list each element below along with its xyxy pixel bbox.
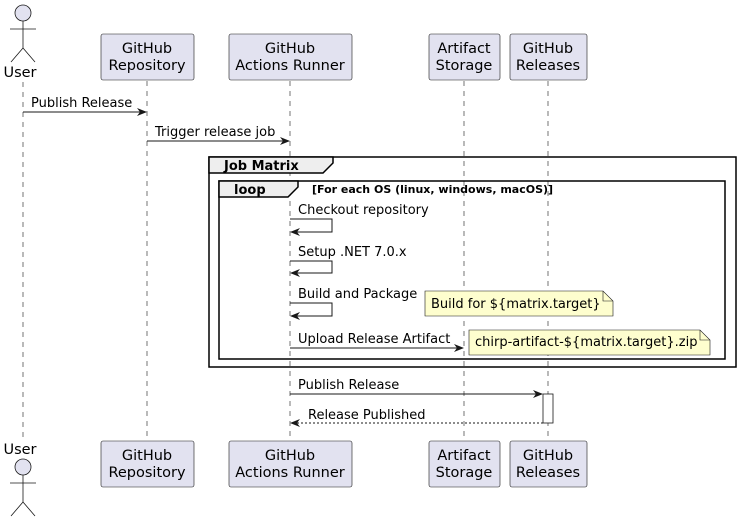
participant-runner-bottom: GitHub Actions Runner <box>228 440 353 488</box>
participant-storage-line2: Storage <box>436 465 493 481</box>
message-trigger-job: Trigger release job <box>147 125 290 145</box>
note-artifact: chirp-artifact-${matrix.target}.zip <box>468 329 711 356</box>
message-label: Publish Release <box>31 96 132 111</box>
participant-releases-line1: GitHub <box>523 448 573 464</box>
message-release-published: Release Published <box>290 408 543 427</box>
participant-runner-line2: Actions Runner <box>235 465 344 481</box>
message-setup-dotnet: Setup .NET 7.0.x <box>290 245 407 277</box>
message-label: Publish Release <box>298 378 399 393</box>
frame-job-matrix: Job Matrix <box>208 156 737 368</box>
frame-job-matrix-title: Job Matrix <box>223 159 299 174</box>
participant-repo-line1: GitHub <box>122 448 172 464</box>
message-checkout: Checkout repository <box>290 203 429 236</box>
participant-user-label: User <box>3 65 36 81</box>
lifelines <box>22 81 549 440</box>
message-upload-artifact: Upload Release Artifact <box>290 332 464 352</box>
participant-runner-line1: GitHub <box>265 448 315 464</box>
actor-user-top: User <box>3 4 37 81</box>
note-artifact-text: chirp-artifact-${matrix.target}.zip <box>475 335 697 350</box>
participant-storage-line2: Storage <box>436 58 493 74</box>
message-label: Setup .NET 7.0.x <box>298 245 407 260</box>
participant-repo-line2: Repository <box>108 465 186 481</box>
participant-storage-top: Artifact Storage <box>428 33 501 81</box>
message-label: Trigger release job <box>154 125 275 140</box>
frame-loop-guard: [For each OS (linux, windows, macOS)] <box>312 183 553 196</box>
participant-releases-line2: Releases <box>516 58 580 74</box>
participant-storage-line1: Artifact <box>437 41 491 57</box>
note-build-text: Build for ${matrix.target} <box>431 297 601 312</box>
participant-repo-top: GitHub Repository <box>100 33 195 81</box>
participant-releases-line2: Releases <box>516 465 580 481</box>
participant-runner-top: GitHub Actions Runner <box>228 33 353 81</box>
message-label: Upload Release Artifact <box>298 332 450 347</box>
participant-storage-bottom: Artifact Storage <box>428 440 501 488</box>
participant-runner-line1: GitHub <box>265 41 315 57</box>
frame-loop: loop [For each OS (linux, windows, macOS… <box>218 180 726 360</box>
participant-repo-line2: Repository <box>108 58 186 74</box>
message-label: Release Published <box>308 408 426 423</box>
frame-loop-title: loop <box>234 183 266 198</box>
participant-releases-line1: GitHub <box>523 41 573 57</box>
participant-releases-bottom: GitHub Releases <box>509 440 588 488</box>
actor-head-icon <box>14 4 32 22</box>
participant-repo-bottom: GitHub Repository <box>100 440 195 488</box>
note-build: Build for ${matrix.target} <box>424 290 614 317</box>
message-publish-release: Publish Release <box>290 378 543 398</box>
activation-bar-releases <box>542 393 554 424</box>
message-label: Checkout repository <box>298 203 429 218</box>
participant-releases-top: GitHub Releases <box>509 33 588 81</box>
participant-runner-line2: Actions Runner <box>235 58 344 74</box>
participant-repo-line1: GitHub <box>122 41 172 57</box>
actor-head-icon <box>14 458 32 476</box>
participant-storage-line1: Artifact <box>437 448 491 464</box>
message-publish-release-user: Publish Release <box>23 96 147 116</box>
message-build-package: Build and Package <box>290 287 417 320</box>
message-label: Build and Package <box>298 287 417 302</box>
actor-user-bottom: User <box>3 442 37 517</box>
participant-user-label: User <box>3 442 36 458</box>
